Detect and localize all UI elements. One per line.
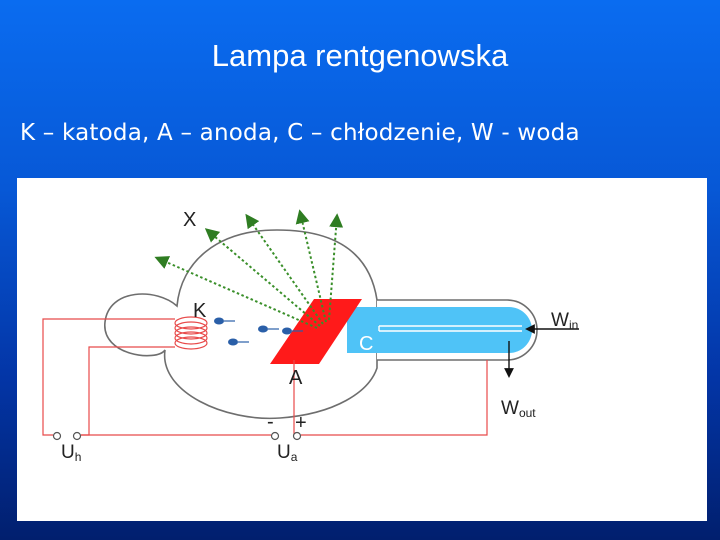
xray-rays xyxy=(154,209,344,329)
cooling-channel xyxy=(347,307,532,353)
minus-sign: - xyxy=(267,411,274,433)
cooling-label: C xyxy=(359,333,373,355)
terminals xyxy=(52,431,302,441)
plus-sign: + xyxy=(295,412,307,434)
anode-plate xyxy=(270,299,362,364)
glass-bulb xyxy=(104,229,378,420)
slide-subtitle: K – katoda, A – anoda, C – chłodzenie, W… xyxy=(20,120,580,146)
xray-label: X xyxy=(183,209,196,231)
heater-voltage-label: Uh xyxy=(61,442,81,464)
circuit-wires xyxy=(42,318,488,436)
water-in-label: Win xyxy=(551,310,578,332)
anode-label: A xyxy=(289,367,303,389)
electron-beam xyxy=(214,317,303,346)
xray-tube-diagram: X K A C Win Wout Uh Ua - + xyxy=(17,178,707,521)
slide-title: Lampa rentgenowska xyxy=(211,38,509,73)
cathode-filament xyxy=(174,316,208,350)
water-out-label: Wout xyxy=(501,398,536,420)
cathode-label: K xyxy=(193,300,207,322)
anode-voltage-label: Ua xyxy=(277,442,298,464)
